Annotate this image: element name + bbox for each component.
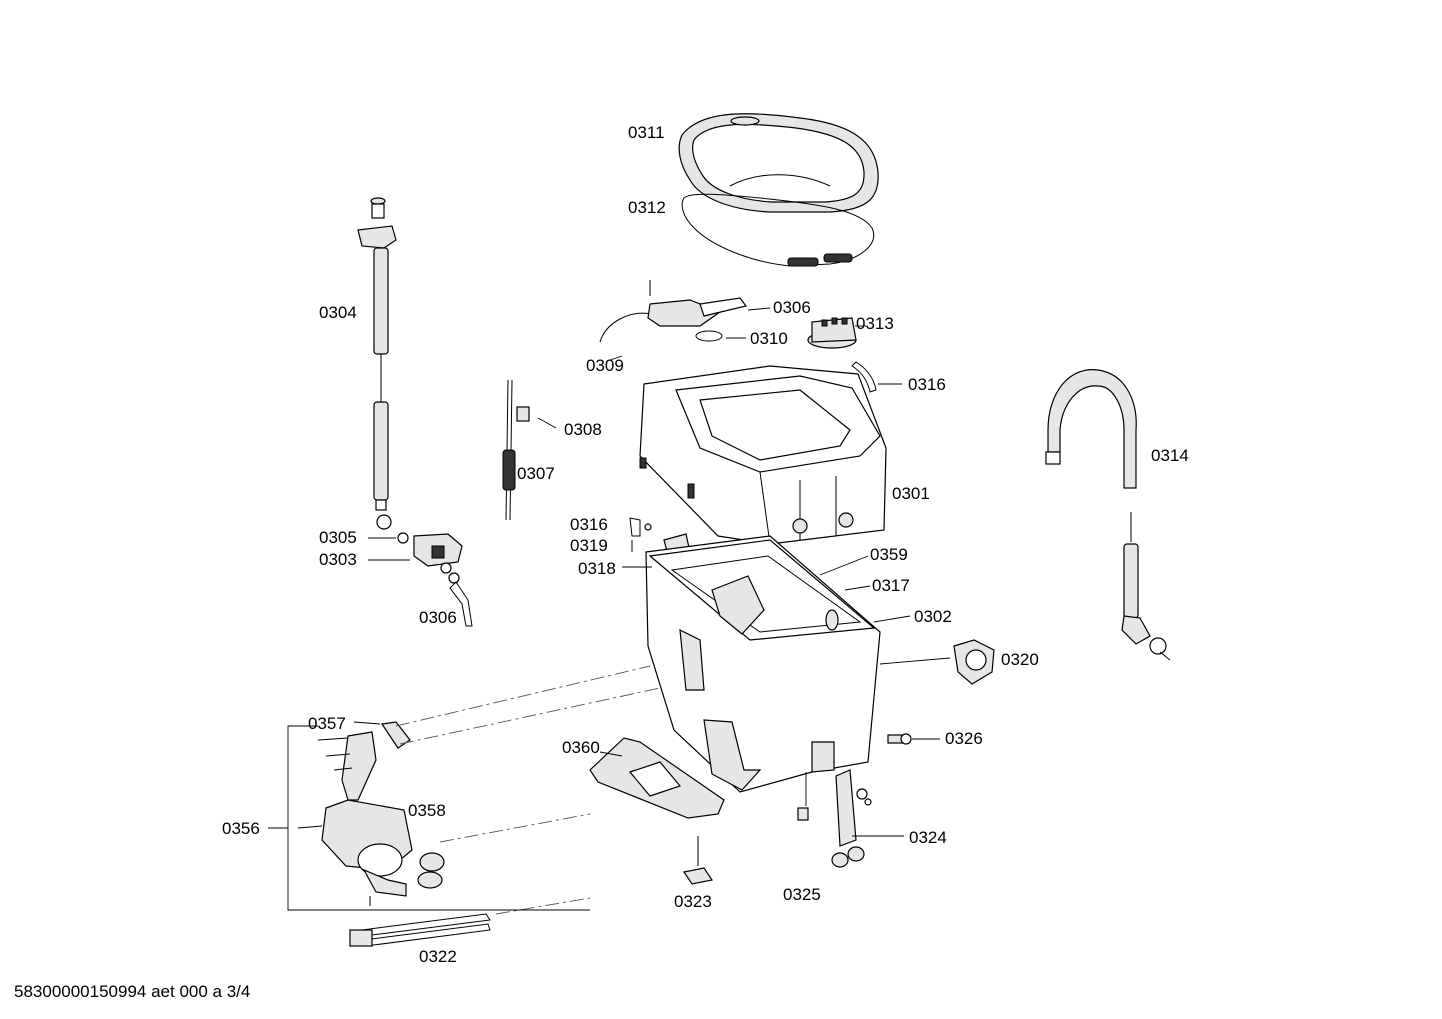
callout-0304: 0304 — [319, 303, 357, 322]
part-0325-plugs — [831, 846, 865, 868]
callout-0317: 0317 — [872, 576, 910, 595]
part-0323-bracket — [683, 867, 713, 885]
part-0358-seal — [417, 852, 445, 889]
callout-0360: 0360 — [562, 738, 600, 757]
leader-0359 — [819, 555, 869, 576]
part-0314-drain-hose — [1045, 369, 1167, 655]
callout-0302: 0302 — [914, 607, 952, 626]
callout-0322: 0322 — [419, 947, 457, 966]
callout-0319: 0319 — [570, 536, 608, 555]
callout-0356: 0356 — [222, 819, 260, 838]
callout-0325: 0325 — [783, 885, 821, 904]
part-0304-fill-hose — [357, 197, 397, 530]
callout-0310: 0310 — [750, 329, 788, 348]
part-0319-screw — [644, 523, 652, 531]
part-0302-tub-casing — [645, 535, 881, 793]
callout-0326: 0326 — [945, 729, 983, 748]
alignment-lines — [395, 651, 1171, 915]
part-0356-circulation-pump — [297, 731, 413, 906]
callout-0311: 0311 — [628, 123, 665, 142]
part-0316-hose-right — [851, 361, 877, 393]
part-0312-gasket — [681, 193, 875, 267]
callout-0306-top: 0306 — [773, 298, 811, 317]
part-0301-detergent-housing — [639, 365, 887, 545]
document-code: 58300000150994 aet 000 a 3/4 — [14, 982, 251, 1001]
part-0307-rod — [502, 379, 516, 521]
callout-0316-right: 0316 — [908, 375, 946, 394]
callout-0306-bottom: 0306 — [419, 608, 457, 627]
callout-0359: 0359 — [870, 545, 908, 564]
part-0320-drain-pump — [953, 639, 995, 685]
callout-0314: 0314 — [1151, 446, 1189, 465]
part-0324-strap — [797, 769, 872, 847]
callout-0313: 0313 — [856, 314, 894, 333]
part-0311-tub-ring — [678, 113, 879, 213]
callout-0318: 0318 — [578, 559, 616, 578]
callout-0305: 0305 — [319, 528, 357, 547]
callout-0358: 0358 — [408, 801, 446, 820]
callout-0324: 0324 — [909, 828, 947, 847]
callout-0316-left: 0316 — [570, 515, 608, 534]
callout-0357: 0357 — [308, 714, 346, 733]
callout-0320: 0320 — [1001, 650, 1039, 669]
callout-0307: 0307 — [517, 464, 555, 483]
part-0360-cover-plate — [589, 737, 725, 819]
part-0326-screw — [887, 733, 912, 745]
callout-0303: 0303 — [319, 550, 357, 569]
callout-0323: 0323 — [674, 892, 712, 911]
part-0308-clip — [516, 406, 530, 422]
part-0303-valve — [397, 532, 463, 584]
part-0357-flange-gasket — [380, 721, 411, 749]
bracket-0356 — [287, 725, 590, 911]
callout-0301: 0301 — [892, 484, 930, 503]
part-0313-pressure-switch — [807, 317, 857, 349]
leader-lines — [353, 307, 940, 837]
part-0309-sensor — [599, 280, 748, 343]
callout-0312: 0312 — [628, 198, 666, 217]
part-0316-hose-left — [629, 517, 641, 537]
part-0306-hose-bottom — [449, 581, 473, 627]
part-0310-o-ring — [695, 330, 723, 342]
callout-0309: 0309 — [586, 356, 624, 375]
part-0322-heating-element — [349, 913, 491, 947]
callout-0308: 0308 — [564, 420, 602, 439]
